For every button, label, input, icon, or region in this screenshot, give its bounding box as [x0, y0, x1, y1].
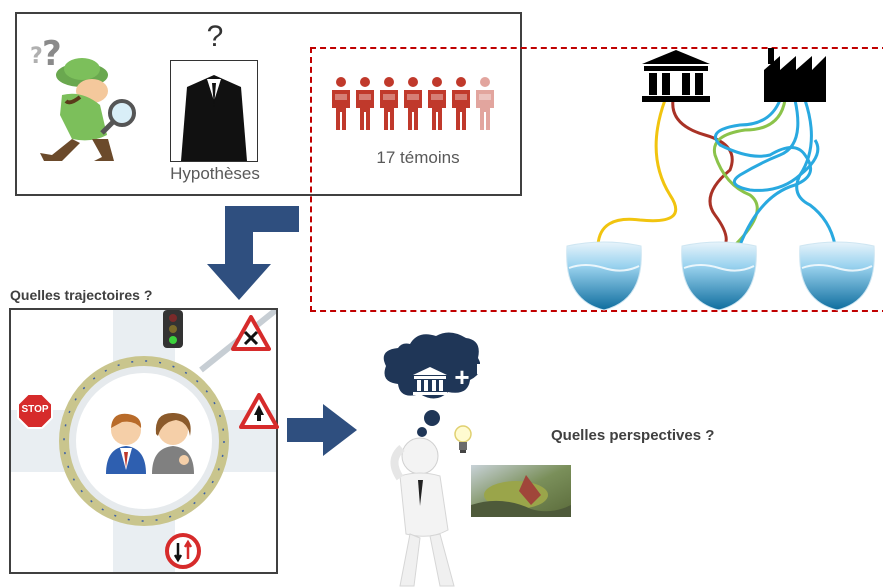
witnesses-label: 17 témoins — [376, 148, 460, 167]
actors-network — [540, 45, 880, 320]
svg-text:?: ? — [42, 35, 62, 74]
witness-person-icon — [404, 77, 422, 130]
water-globe-3 — [798, 240, 876, 312]
svg-text:?: ? — [30, 44, 43, 69]
crossroads-warning-sign-icon — [231, 315, 271, 351]
context-box — [15, 12, 522, 196]
witness-person-icon — [452, 77, 470, 130]
traffic-light-icon — [160, 310, 186, 348]
priority-warning-sign-icon — [239, 393, 279, 429]
anonymous-suit-image — [170, 60, 258, 162]
witness-person-icon — [356, 77, 374, 130]
thought-institution-icon — [412, 366, 448, 396]
perspectives-label: Quelles perspectives ? — [551, 427, 715, 444]
hypotheses-label: Hypothèses — [170, 164, 260, 183]
witness-person-icon — [428, 77, 446, 130]
witness-person-icon — [332, 77, 350, 130]
person-avatar-woman — [148, 410, 198, 474]
lightbulb-icon — [453, 424, 473, 454]
right-arrow — [287, 402, 359, 458]
down-arrow — [205, 206, 305, 306]
witness-person-icon — [476, 77, 494, 130]
thinking-man-figure — [370, 330, 480, 588]
water-globe-2 — [680, 240, 758, 312]
thought-factory-icon — [474, 364, 510, 396]
roundabout-panel — [9, 308, 278, 574]
stop-sign-icon — [17, 393, 53, 429]
question-mark: ? — [206, 20, 224, 53]
trajectories-label: Quelles trajectoires ? — [10, 287, 153, 303]
detective-illustration: ? ? — [22, 35, 142, 165]
thought-plus: + — [454, 362, 470, 392]
stop-sign-text: STOP — [21, 404, 49, 415]
institution-icon — [640, 48, 712, 104]
person-avatar-man — [102, 410, 150, 474]
witness-person-icon — [380, 77, 398, 130]
wetland-photo — [471, 465, 571, 517]
actors-dashed-box — [310, 47, 883, 312]
water-globe-1 — [565, 240, 643, 312]
two-way-traffic-sign-icon — [165, 533, 201, 569]
factory-icon — [762, 48, 830, 102]
witnesses-icons — [328, 76, 504, 132]
